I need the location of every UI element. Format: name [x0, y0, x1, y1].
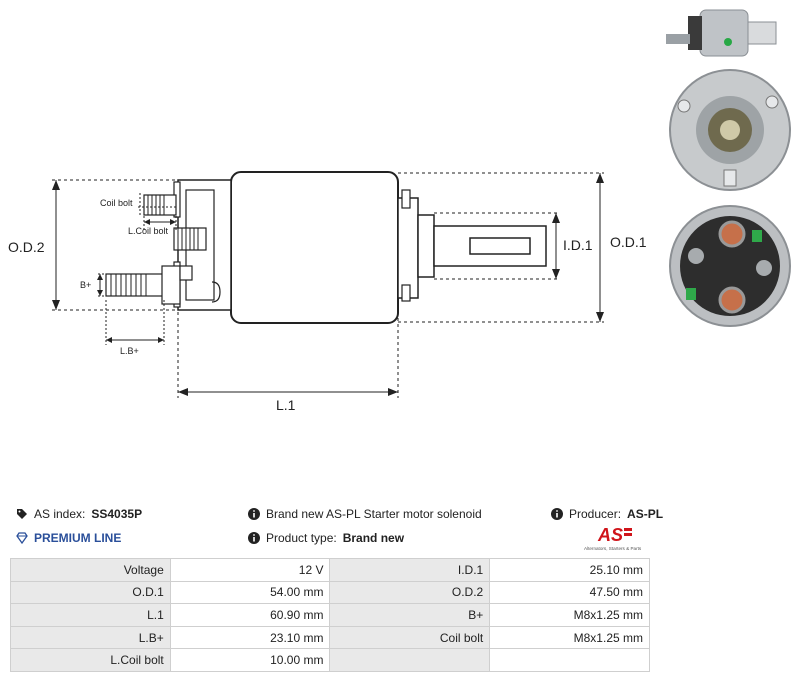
info-icon	[248, 508, 260, 520]
product-photo-side	[666, 9, 777, 57]
b-plus-label: B+	[80, 280, 91, 290]
as-index-label: AS index:	[34, 507, 86, 521]
product-photo-rear	[669, 205, 791, 327]
product-type-label: Product type:	[266, 531, 337, 545]
spec-value	[489, 648, 650, 672]
spec-label: O.D.2	[329, 580, 491, 605]
solenoid-body	[230, 171, 399, 324]
od2-label: O.D.2	[8, 239, 45, 255]
coil-bolt	[143, 194, 177, 216]
dimension-lines	[52, 172, 604, 398]
spec-label: Coil bolt	[329, 625, 491, 650]
l-b-plus-label: L.B+	[120, 346, 139, 356]
l1-label: L.1	[276, 397, 296, 413]
spec-label: O.D.1	[10, 580, 171, 605]
diamond-icon	[16, 532, 28, 544]
as-index-value: SS4035P	[91, 507, 143, 521]
spec-value: 54.00 mm	[169, 580, 331, 605]
spec-value: 47.50 mm	[489, 580, 650, 605]
description-text: Brand new AS-PL Starter motor solenoid	[266, 507, 482, 521]
spec-table: Voltage 12 V I.D.1 25.10 mm O.D.1 54.00 …	[10, 558, 650, 672]
product-type-value: Brand new	[342, 531, 405, 545]
svg-text:AS: AS	[597, 525, 623, 545]
technical-drawing: O.D.2 O.D.1 I.D.1 L.1 Coil bolt L.Coil b…	[8, 171, 647, 413]
spec-value: M8x1.25 mm	[489, 603, 650, 627]
table-row: L.B+ 23.10 mm Coil bolt M8x1.25 mm	[10, 625, 650, 650]
svg-text:Alternators, Starters & Parts: Alternators, Starters & Parts	[584, 546, 642, 551]
spec-value: 10.00 mm	[169, 648, 331, 672]
tags-icon	[17, 509, 27, 519]
l-coil-bolt-label: L.Coil bolt	[128, 226, 169, 236]
od1-label: O.D.1	[610, 234, 647, 250]
table-row: L.1 60.90 mm B+ M8x1.25 mm	[10, 603, 650, 627]
product-type: Product type: Brand new	[248, 531, 404, 545]
spec-value: 60.90 mm	[169, 603, 331, 627]
spec-label	[329, 648, 491, 672]
spec-label: L.Coil bolt	[10, 648, 171, 672]
info-icon	[551, 508, 563, 520]
producer-value: AS-PL	[627, 507, 664, 521]
producer: Producer: AS-PL	[551, 507, 663, 521]
dimension-arrows	[52, 173, 604, 396]
spec-label: I.D.1	[329, 558, 491, 582]
coil-bolt-label: Coil bolt	[100, 198, 133, 208]
id1-label: I.D.1	[563, 237, 593, 253]
spec-label: L.1	[10, 603, 171, 627]
spec-label: L.B+	[10, 625, 171, 650]
product-photo-front	[669, 69, 791, 191]
premium-line-label: PREMIUM LINE	[34, 531, 122, 545]
description: Brand new AS-PL Starter motor solenoid	[248, 507, 482, 521]
b-plus-bolt	[105, 265, 221, 305]
plunger	[397, 189, 547, 302]
info-icon	[248, 532, 260, 544]
table-row: O.D.1 54.00 mm O.D.2 47.50 mm	[10, 580, 650, 605]
spec-label: B+	[329, 603, 491, 627]
table-row: L.Coil bolt 10.00 mm	[10, 648, 650, 672]
premium-line: PREMIUM LINE	[16, 531, 121, 545]
coil-terminal	[173, 227, 207, 251]
table-row: Voltage 12 V I.D.1 25.10 mm	[10, 558, 650, 582]
spec-value: 25.10 mm	[489, 558, 650, 582]
spec-label: Voltage	[10, 558, 171, 582]
spec-value: M8x1.25 mm	[489, 625, 650, 650]
producer-label: Producer:	[569, 507, 622, 521]
spec-value: 23.10 mm	[169, 625, 331, 650]
as-index: AS index: SS4035P	[16, 507, 142, 521]
spec-value: 12 V	[169, 558, 331, 582]
as-pl-logo: AS Alternators, Starters & Parts	[584, 525, 642, 551]
